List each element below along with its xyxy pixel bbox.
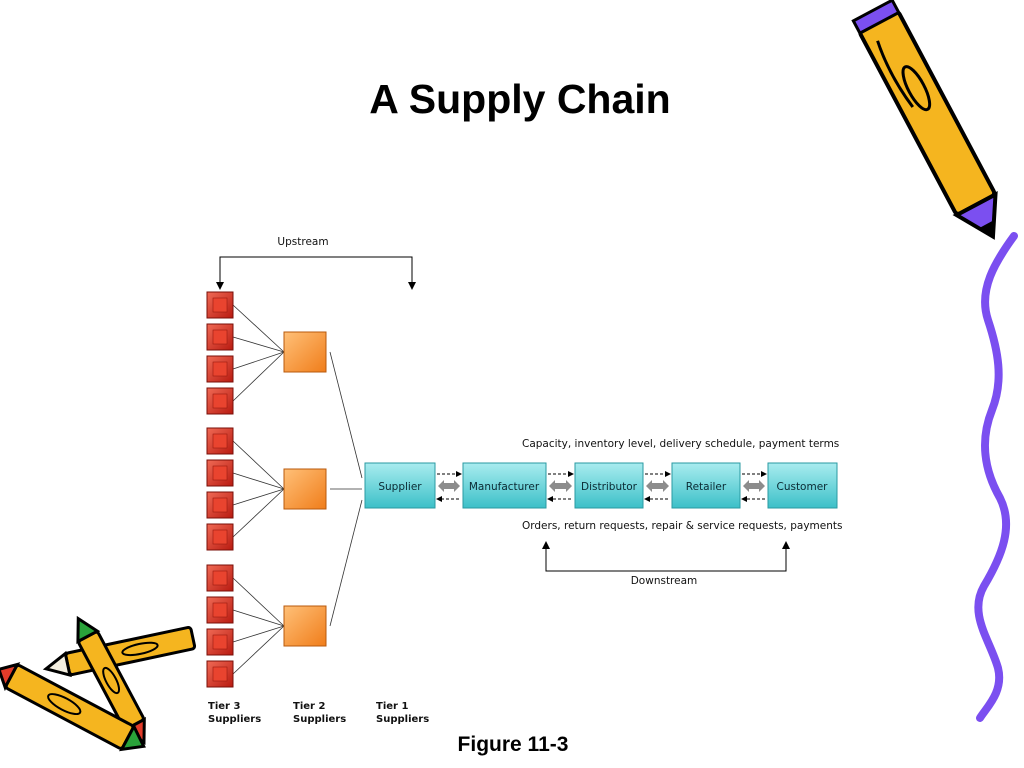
connector xyxy=(644,471,671,502)
tier3-node xyxy=(206,628,234,656)
svg-text:Manufacturer: Manufacturer xyxy=(469,481,540,493)
svg-text:Supplier: Supplier xyxy=(378,481,422,493)
tier3-node xyxy=(206,427,234,455)
chain-boxes: Supplier Manufacturer Distributor Retail… xyxy=(364,462,838,509)
svg-text:Retailer: Retailer xyxy=(686,481,727,493)
chain-box-manufacturer: Manufacturer xyxy=(462,462,547,509)
svg-text:Distributor: Distributor xyxy=(581,481,638,493)
tier3-node xyxy=(206,596,234,624)
tier2-node xyxy=(283,605,327,647)
pencil-icon xyxy=(851,0,998,240)
chain-box-retailer: Retailer xyxy=(671,462,741,509)
upstream-bracket: Upstream xyxy=(216,236,416,290)
upstream-label: Upstream xyxy=(277,236,328,248)
tier2-node xyxy=(283,468,327,510)
tier2-suppliers xyxy=(283,331,327,647)
tier3-suppliers xyxy=(206,291,234,688)
tier3-node xyxy=(206,323,234,351)
tier3-label-line1: Tier 3 xyxy=(208,701,240,712)
tier2-node xyxy=(283,331,327,373)
tier1-label-line2: Suppliers xyxy=(376,714,429,725)
connector xyxy=(741,471,767,502)
figure-caption: Figure 11-3 xyxy=(457,733,569,756)
chain-box-supplier: Supplier xyxy=(364,462,436,509)
crayons-icon xyxy=(0,615,197,752)
tier3-node xyxy=(206,564,234,592)
tier3-label-line2: Suppliers xyxy=(208,714,261,725)
tier3-node xyxy=(206,523,234,551)
tier1-label-line1: Tier 1 xyxy=(376,701,408,712)
chain-connectors xyxy=(436,471,767,502)
tier2-label-line1: Tier 2 xyxy=(293,701,325,712)
info-flow-top: Capacity, inventory level, delivery sche… xyxy=(522,438,839,450)
chain-box-customer: Customer xyxy=(767,462,838,509)
svg-text:Customer: Customer xyxy=(776,481,828,493)
info-flow-bottom: Orders, return requests, repair & servic… xyxy=(522,520,842,532)
tier2-label-line2: Suppliers xyxy=(293,714,346,725)
downstream-label: Downstream xyxy=(631,575,698,587)
slide-title: A Supply Chain xyxy=(369,76,671,122)
tier2-to-tier1-lines xyxy=(329,351,363,627)
tier3-node xyxy=(206,291,234,319)
tier3-node xyxy=(206,355,234,383)
chain-box-distributor: Distributor xyxy=(574,462,644,509)
tier3-to-tier2-lines xyxy=(232,304,285,675)
connector xyxy=(436,471,462,502)
tier-labels: Tier 3 Suppliers Tier 2 Suppliers Tier 1… xyxy=(208,701,429,725)
tier3-node xyxy=(206,459,234,487)
tier3-node xyxy=(206,491,234,519)
connector xyxy=(547,471,574,502)
squiggle-line xyxy=(974,232,1018,722)
tier3-node xyxy=(206,387,234,415)
downstream-bracket: Downstream xyxy=(542,541,790,587)
tier3-node xyxy=(206,660,234,688)
